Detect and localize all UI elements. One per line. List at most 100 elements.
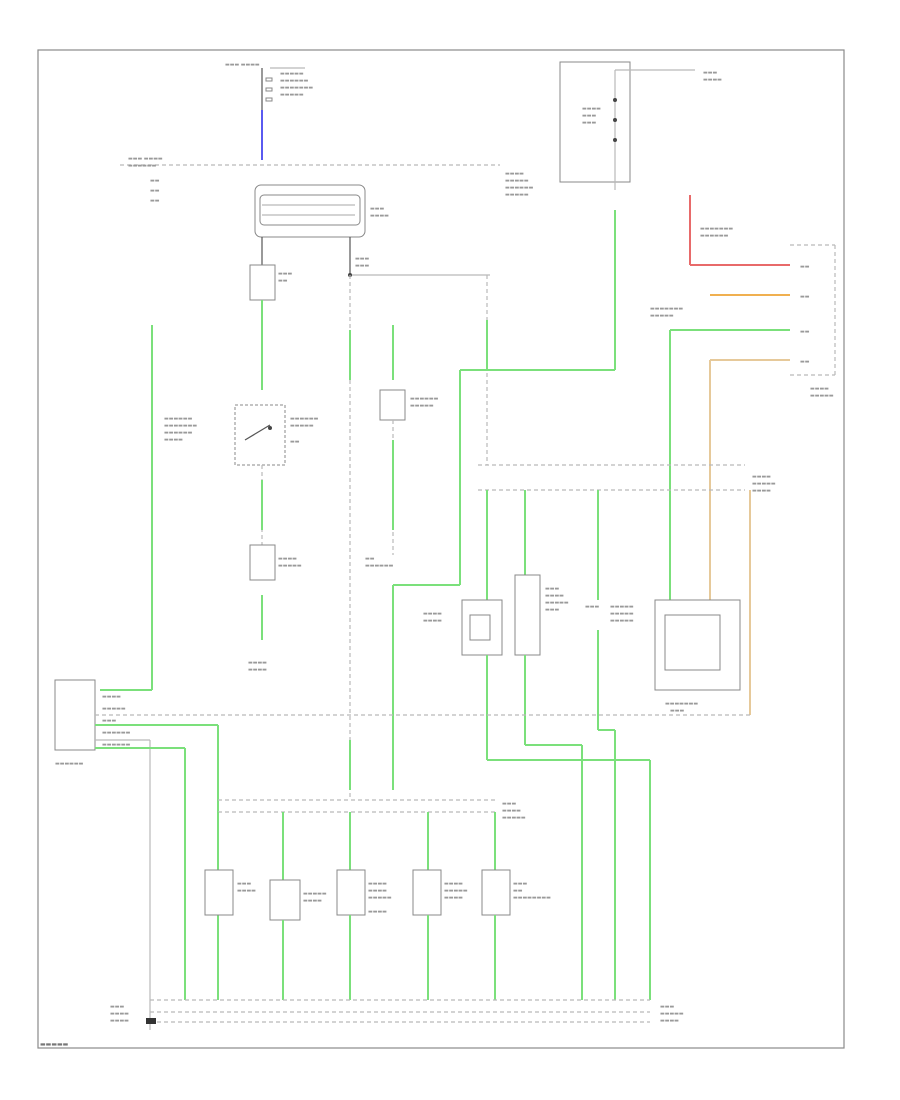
svg-text:▬▬: ▬▬	[150, 178, 160, 184]
svg-text:▬▬▬▬▬▬▬▬: ▬▬▬▬▬▬▬▬	[513, 895, 551, 901]
svg-text:▬▬▬▬: ▬▬▬▬	[278, 556, 297, 562]
left-green-wire: ▬▬▬▬▬▬ ▬▬▬▬▬▬▬ ▬▬▬▬▬▬ ▬▬▬▬	[100, 325, 197, 691]
svg-text:▬▬▬▬▬: ▬▬▬▬▬	[502, 815, 526, 821]
switch-3: ▬▬▬▬ ▬▬▬▬ ▬▬▬▬▬ ▬▬▬▬	[336, 812, 392, 1000]
svg-text:▬▬▬▬▬: ▬▬▬▬▬	[280, 92, 304, 98]
lower-junction-block: ▬▬▬ ▬▬▬▬ ▬▬▬▬▬	[218, 729, 651, 1000]
ignition-switch: ▬▬▬▬ ▬▬▬ ▬▬▬ ▬▬▬ ▬▬▬▬	[393, 61, 722, 586]
svg-text:▬▬▬: ▬▬▬	[545, 607, 559, 613]
right-harness: ▬▬▬▬▬▬▬ ▬▬▬▬▬▬ ▬▬▬▬▬▬▬ ▬▬▬▬▬ ▬▬ ▬▬ ▬▬ ▬▬…	[650, 195, 836, 600]
svg-text:▬▬▬▬: ▬▬▬▬	[752, 488, 771, 494]
svg-text:▬▬▬: ▬▬▬	[582, 113, 596, 119]
svg-text:▬▬: ▬▬	[800, 329, 810, 335]
svg-text:▬▬▬▬▬: ▬▬▬▬▬	[280, 71, 304, 77]
svg-text:▬▬▬▬: ▬▬▬▬	[164, 437, 183, 443]
control-module: ▬▬▬ ▬▬▬▬▬ ▬▬▬▬▬ ▬▬▬▬▬	[585, 604, 634, 730]
svg-text:▬▬▬▬: ▬▬▬▬	[582, 106, 601, 112]
middle-sensor: ▬▬▬▬▬▬ ▬▬▬▬▬ ▬▬ ▬▬▬▬▬▬	[365, 325, 439, 790]
svg-text:▬▬▬▬: ▬▬▬▬	[368, 888, 387, 894]
svg-text:▬▬▬▬: ▬▬▬▬	[248, 667, 267, 673]
svg-text:▬▬▬▬: ▬▬▬▬	[444, 881, 463, 887]
svg-text:▬▬▬▬▬▬: ▬▬▬▬▬▬	[700, 233, 729, 239]
svg-text:▬▬▬: ▬▬▬	[585, 604, 599, 610]
svg-text:▬▬▬: ▬▬▬	[660, 1004, 674, 1010]
svg-text:▬▬▬▬: ▬▬▬▬	[248, 660, 267, 666]
svg-text:▬▬▬: ▬▬▬	[502, 801, 516, 807]
svg-text:▬▬▬▬▬: ▬▬▬▬▬	[410, 403, 434, 409]
svg-text:▬▬▬▬▬▬: ▬▬▬▬▬▬	[290, 416, 319, 422]
diagram-code: ▬▬▬▬▬	[40, 1041, 69, 1048]
svg-text:▬▬: ▬▬	[150, 198, 160, 204]
svg-text:▬▬▬▬: ▬▬▬▬	[703, 77, 722, 83]
svg-text:▬▬▬▬▬: ▬▬▬▬▬	[278, 563, 302, 569]
svg-text:▬▬▬: ▬▬▬	[102, 718, 116, 724]
svg-text:▬▬▬▬: ▬▬▬▬	[102, 694, 121, 700]
svg-text:▬▬▬▬▬▬: ▬▬▬▬▬▬	[410, 396, 439, 402]
svg-text:▬▬▬▬: ▬▬▬▬	[423, 618, 442, 624]
svg-text:▬▬▬ ▬▬▬▬: ▬▬▬ ▬▬▬▬	[225, 62, 260, 68]
svg-text:▬▬: ▬▬	[290, 439, 300, 445]
top-power-feed: ▬▬▬ ▬▬▬▬ ▬▬▬▬▬ ▬▬▬▬▬▬ ▬▬▬▬▬▬▬ ▬▬▬▬▬	[225, 62, 313, 160]
svg-text:▬▬▬▬▬▬▬: ▬▬▬▬▬▬▬	[665, 701, 698, 707]
body-fuse: ▬▬▬ ▬▬	[249, 237, 292, 390]
svg-text:▬▬▬▬▬: ▬▬▬▬▬	[444, 888, 468, 894]
svg-text:▬▬▬▬▬: ▬▬▬▬▬	[102, 706, 126, 712]
svg-text:▬▬▬: ▬▬▬	[237, 881, 251, 887]
svg-text:▬▬▬▬▬: ▬▬▬▬▬	[610, 604, 634, 610]
svg-text:▬▬▬▬▬: ▬▬▬▬▬	[650, 313, 674, 319]
combination-switch: ▬▬▬▬▬▬ ▬▬▬▬▬ ▬▬	[234, 404, 319, 545]
svg-text:▬▬▬: ▬▬▬	[370, 206, 384, 212]
svg-text:▬▬▬▬▬: ▬▬▬▬▬	[752, 481, 776, 487]
svg-text:▬▬▬▬▬▬▬: ▬▬▬▬▬▬▬	[650, 306, 683, 312]
svg-text:▬▬: ▬▬	[800, 359, 810, 365]
svg-text:▬▬: ▬▬	[800, 294, 810, 300]
svg-text:▬▬▬▬▬▬▬: ▬▬▬▬▬▬▬	[700, 226, 733, 232]
svg-text:▬▬▬▬▬: ▬▬▬▬▬	[505, 192, 529, 198]
svg-text:▬▬▬▬: ▬▬▬▬	[502, 808, 521, 814]
switch-4: ▬▬▬▬ ▬▬▬▬▬ ▬▬▬▬	[412, 812, 468, 1000]
svg-text:▬▬▬▬▬▬: ▬▬▬▬▬▬	[280, 78, 309, 84]
svg-text:▬▬: ▬▬	[278, 278, 288, 284]
svg-text:▬▬▬▬▬▬: ▬▬▬▬▬▬	[164, 430, 193, 436]
ground-bus: ▬▬▬ ▬▬▬▬ ▬▬▬▬ ▬▬▬ ▬▬▬▬▬ ▬▬▬▬	[110, 999, 684, 1024]
svg-text:▬▬▬: ▬▬▬	[545, 586, 559, 592]
svg-text:▬▬▬▬: ▬▬▬▬	[810, 386, 829, 392]
upper-left-label: ▬▬▬ ▬▬▬▬ ▬▬▬▬▬▬ ▬▬ ▬▬ ▬▬	[128, 156, 163, 204]
svg-text:▬▬▬▬: ▬▬▬▬	[423, 611, 442, 617]
switch-1: ▬▬▬ ▬▬▬▬	[204, 812, 256, 916]
svg-text:▬▬▬▬: ▬▬▬▬	[110, 1011, 129, 1017]
svg-text:▬▬▬▬: ▬▬▬▬	[545, 593, 564, 599]
diagnostic-connector: ▬▬▬▬▬▬ ▬▬▬▬ ▬▬▬▬▬ ▬▬▬ ▬▬▬▬▬▬ ▬▬▬▬▬▬	[54, 679, 750, 1030]
switch-5: ▬▬▬ ▬▬ ▬▬▬▬▬▬▬▬	[481, 812, 551, 1000]
switch-connector: ▬▬▬▬ ▬▬▬▬▬ ▬▬▬▬ ▬▬▬▬	[248, 544, 302, 673]
svg-text:▬▬▬: ▬▬▬	[513, 881, 527, 887]
svg-text:▬▬▬▬: ▬▬▬▬	[303, 898, 322, 904]
svg-text:▬▬▬▬: ▬▬▬▬	[505, 171, 524, 177]
svg-text:▬▬▬▬▬: ▬▬▬▬▬	[303, 891, 327, 897]
svg-text:▬▬▬▬: ▬▬▬▬	[368, 881, 387, 887]
svg-text:▬▬▬▬▬▬: ▬▬▬▬▬▬	[505, 185, 534, 191]
svg-text:▬▬▬▬: ▬▬▬▬	[110, 1018, 129, 1024]
combination-meter: ▬▬▬▬▬▬▬ ▬▬▬	[654, 599, 741, 714]
svg-text:▬▬: ▬▬	[150, 188, 160, 194]
svg-text:▬▬▬▬: ▬▬▬▬	[752, 474, 771, 480]
switch-2: ▬▬▬▬▬ ▬▬▬▬	[269, 812, 327, 1000]
svg-text:▬▬▬▬▬▬▬: ▬▬▬▬▬▬▬	[280, 85, 313, 91]
svg-text:▬▬▬▬: ▬▬▬▬	[237, 888, 256, 894]
sensor-a: ▬▬▬▬ ▬▬▬▬	[423, 599, 503, 760]
svg-text:▬▬▬▬▬▬▬: ▬▬▬▬▬▬▬	[164, 423, 197, 429]
svg-text:▬▬▬: ▬▬▬	[278, 271, 292, 277]
sensor-b: ▬▬▬ ▬▬▬▬ ▬▬▬▬▬ ▬▬▬	[514, 574, 569, 745]
svg-text:▬▬: ▬▬	[800, 264, 810, 270]
upper-right-label: ▬▬▬▬ ▬▬▬▬▬ ▬▬▬▬▬▬ ▬▬▬▬▬	[505, 171, 534, 198]
svg-text:▬▬▬▬: ▬▬▬▬	[444, 895, 463, 901]
svg-text:▬▬▬▬▬: ▬▬▬▬▬	[660, 1011, 684, 1017]
svg-text:▬▬▬▬▬: ▬▬▬▬▬	[368, 895, 392, 901]
svg-text:▬▬▬: ▬▬▬	[355, 256, 369, 262]
svg-text:▬▬▬ ▬▬▬▬: ▬▬▬ ▬▬▬▬	[128, 156, 163, 162]
body-ecu-connector-bar: ▬▬▬▬ ▬▬▬▬▬ ▬▬▬▬	[478, 464, 776, 715]
svg-text:▬▬▬: ▬▬▬	[703, 70, 717, 76]
svg-text:▬▬▬▬▬: ▬▬▬▬▬	[810, 393, 834, 399]
svg-text:▬▬▬: ▬▬▬	[670, 708, 684, 714]
